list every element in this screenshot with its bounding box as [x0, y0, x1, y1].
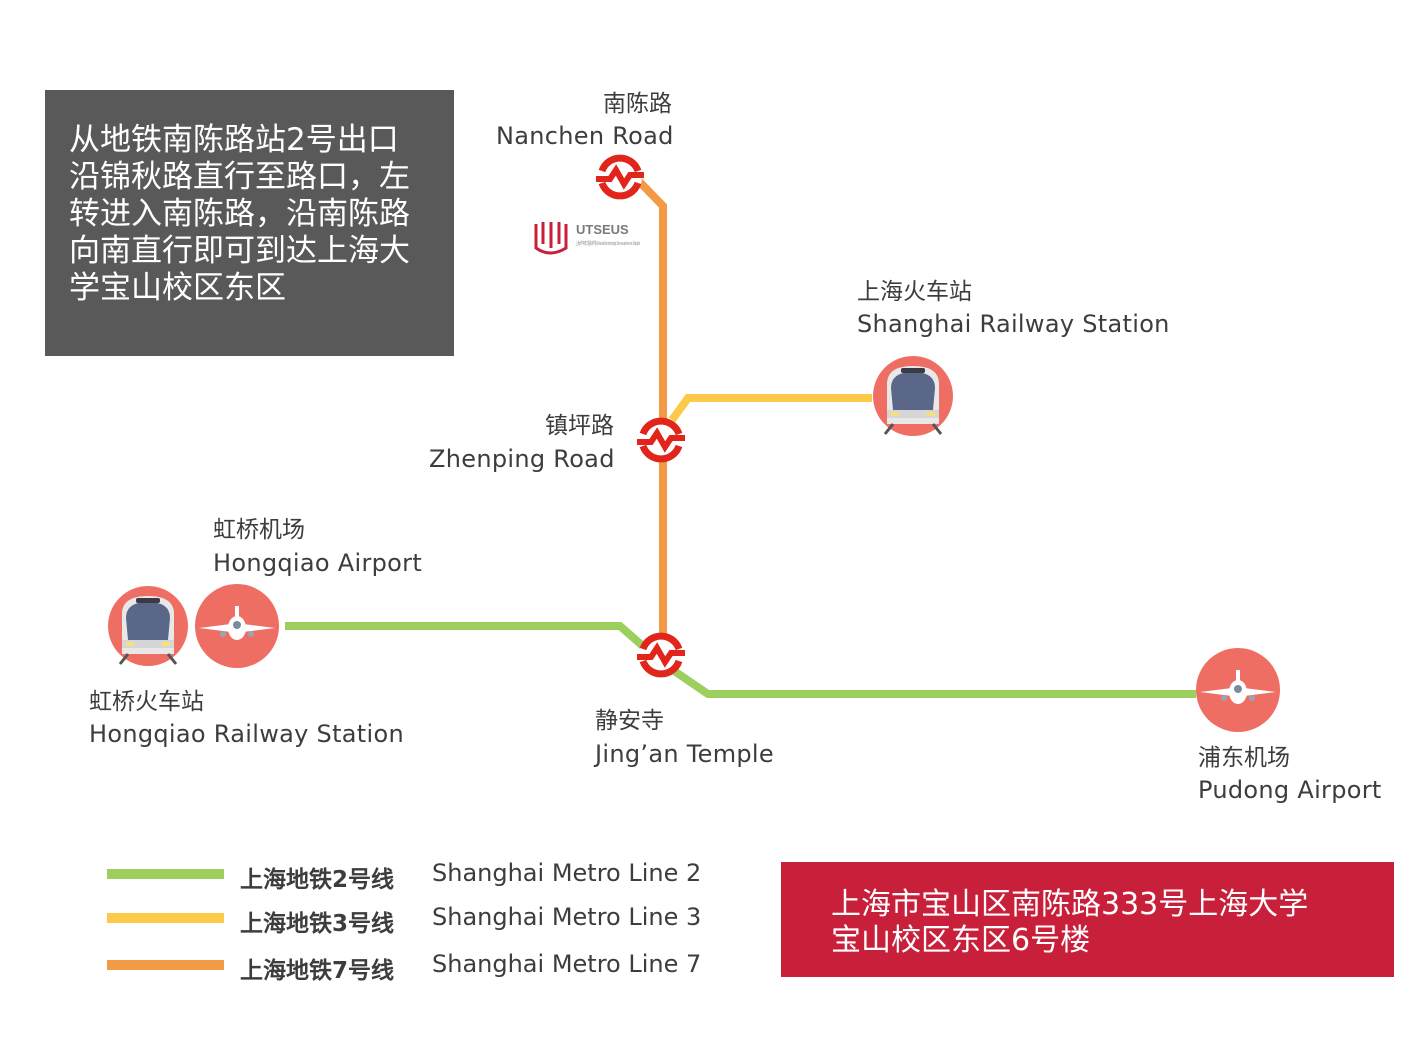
station-shanghai-rail-zh: 上海火车站 [857, 279, 972, 305]
directions-box: 从地铁南陈路站2号出口 沿锦秋路直行至路口，左 转进入南陈路，沿南陈路 向南直行… [45, 90, 454, 356]
line-2-path [285, 622, 1196, 698]
station-pudong-zh: 浦东机场 [1198, 745, 1290, 771]
station-zhenping-en: Zhenping Road [429, 445, 615, 473]
train-icon [871, 354, 955, 438]
legend-label-zh: 上海地铁7号线 [240, 958, 395, 984]
station-nanchen-zh: 南陈路 [603, 91, 672, 117]
utseus-logo-name: UTSEUS [576, 222, 629, 237]
legend-swatch-line-7 [107, 960, 224, 970]
station-jingan-en: Jing’an Temple [595, 740, 774, 768]
metro-logo-icon [596, 155, 644, 199]
station-nanchen-en: Nanchen Road [496, 122, 674, 150]
station-zhenping-zh: 镇坪路 [545, 413, 614, 439]
legend-label-en: Shanghai Metro Line 2 [432, 859, 702, 887]
legend-label-en: Shanghai Metro Line 3 [432, 903, 702, 931]
station-jingan-zh: 静安寺 [595, 708, 664, 734]
line-3-path [668, 394, 872, 423]
station-hongqiao-rail-en: Hongqiao Railway Station [89, 720, 404, 748]
train-icon [106, 584, 190, 668]
legend-label-zh: 上海地铁3号线 [240, 911, 395, 937]
station-shanghai-rail-en: Shanghai Railway Station [857, 310, 1170, 338]
address-box: 上海市宝山区南陈路333号上海大学 宝山校区东区6号楼 [781, 862, 1394, 977]
metro-logo-icon [637, 418, 685, 462]
utseus-logo-subtitle: 上海大学中欧工程技术学院 Université de technologie S… [576, 240, 640, 247]
station-pudong-en: Pudong Airport [1198, 776, 1382, 804]
address-text: 上海市宝山区南陈路333号上海大学 宝山校区东区6号楼 [831, 887, 1309, 958]
station-hongqiao-airport-en: Hongqiao Airport [213, 549, 423, 577]
utseus-logo-mark [534, 222, 568, 255]
airplane-icon [195, 584, 279, 668]
station-hongqiao-airport-zh: 虹桥机场 [213, 517, 305, 543]
legend-swatch-line-3 [107, 913, 224, 923]
station-hongqiao-rail-zh: 虹桥火车站 [89, 689, 204, 715]
legend-swatch-line-2 [107, 869, 224, 879]
legend-label-en: Shanghai Metro Line 7 [432, 950, 702, 978]
legend-label-zh: 上海地铁2号线 [240, 867, 395, 893]
airplane-icon [1196, 648, 1280, 732]
directions-text: 从地铁南陈路站2号出口 沿锦秋路直行至路口，左 转进入南陈路，沿南陈路 向南直行… [69, 122, 410, 306]
